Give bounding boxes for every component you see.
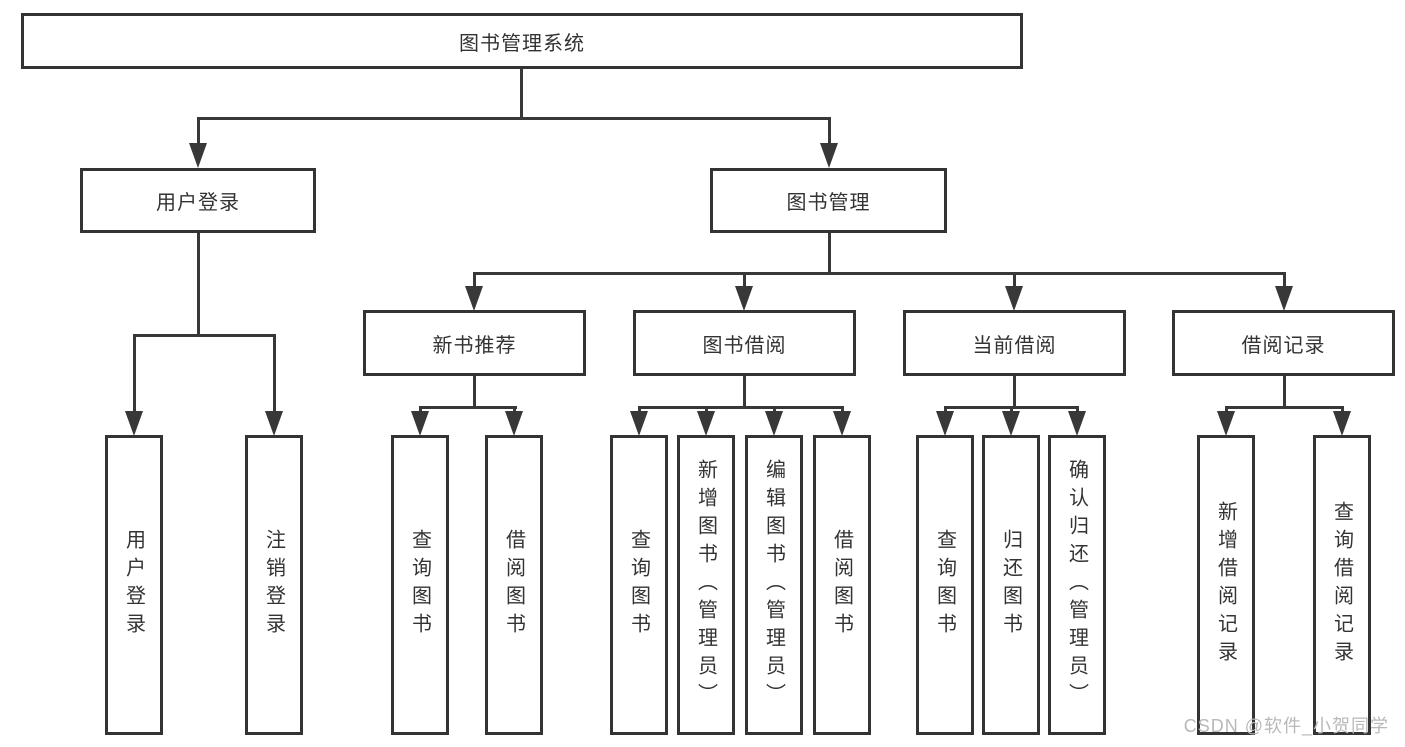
arrowhead <box>936 411 954 436</box>
connector-line <box>638 406 844 409</box>
node-label: 图书管理 <box>786 192 871 214</box>
leaf-label: 查询图书 <box>627 529 650 641</box>
connector-line <box>197 233 200 337</box>
connector-line <box>743 272 746 292</box>
node-label: 图书管理系统 <box>459 32 585 55</box>
node-label: 借阅记录 <box>1241 334 1326 357</box>
connector-line <box>1013 272 1016 292</box>
node-label: 当前借阅 <box>972 334 1057 357</box>
leaf-label: 编辑图书（管理员） <box>762 459 785 711</box>
leaf-label: 查询借阅记录 <box>1330 501 1353 669</box>
arrowhead <box>189 143 207 168</box>
connector-line <box>828 233 831 275</box>
leaf-add-books-admin: 新增图书（管理员） <box>677 435 735 735</box>
arrowhead <box>1275 286 1293 311</box>
node-new-book-recommend: 新书推荐 <box>363 310 586 376</box>
arrowhead <box>833 411 851 436</box>
node-label: 图书借阅 <box>702 334 787 357</box>
leaf-query-books-current: 查询图书 <box>916 435 974 735</box>
connector-line <box>743 376 746 409</box>
arrowhead <box>505 411 523 436</box>
leaf-label: 用户登录 <box>122 529 145 641</box>
connector-line <box>1283 272 1286 292</box>
connector-line <box>419 406 517 409</box>
leaf-label: 新增图书（管理员） <box>694 459 717 711</box>
arrowhead <box>265 411 283 436</box>
connector-line <box>1225 406 1343 409</box>
arrowhead <box>465 286 483 311</box>
arrowhead <box>765 411 783 436</box>
node-user-login: 用户登录 <box>80 168 316 233</box>
connector-line <box>1283 376 1286 409</box>
node-label: 新书推荐 <box>432 334 517 357</box>
leaf-label: 新增借阅记录 <box>1214 501 1237 669</box>
leaf-label: 确认归还（管理员） <box>1065 459 1088 711</box>
csdn-watermark: CSDN @软件_小贺同学 <box>1183 716 1389 736</box>
arrowhead <box>1002 411 1020 436</box>
node-label: 用户登录 <box>156 192 240 214</box>
arrowhead <box>1005 286 1023 311</box>
leaf-return-books: 归还图书 <box>982 435 1040 735</box>
leaf-label: 借阅图书 <box>502 529 525 641</box>
leaf-confirm-return-admin: 确认归还（管理员） <box>1048 435 1106 735</box>
node-current-borrowing: 当前借阅 <box>903 310 1126 376</box>
leaf-edit-books-admin: 编辑图书（管理员） <box>745 435 803 735</box>
leaf-user-login: 用户登录 <box>105 435 163 735</box>
connector-line <box>197 117 831 120</box>
leaf-label: 查询图书 <box>408 529 431 641</box>
arrowhead <box>697 411 715 436</box>
leaf-query-books-recommend: 查询图书 <box>391 435 449 735</box>
arrowhead <box>630 411 648 436</box>
arrowhead <box>1217 411 1235 436</box>
arrowhead <box>735 286 753 311</box>
leaf-logout: 注销登录 <box>245 435 303 735</box>
node-borrowing-records: 借阅记录 <box>1172 310 1395 376</box>
arrowhead <box>1068 411 1086 436</box>
leaf-label: 归还图书 <box>999 529 1022 641</box>
connector-line <box>473 272 476 292</box>
leaf-query-books-borrowing: 查询图书 <box>610 435 668 735</box>
leaf-label: 查询图书 <box>933 529 956 641</box>
node-book-management: 图书管理 <box>710 168 947 233</box>
connector-line <box>473 272 1286 275</box>
connector-line <box>828 117 831 150</box>
leaf-label: 借阅图书 <box>830 529 853 641</box>
node-library-management-system: 图书管理系统 <box>21 13 1023 69</box>
connector-line <box>133 334 276 337</box>
connector-line <box>197 117 200 150</box>
arrowhead <box>125 411 143 436</box>
arrowhead <box>820 143 838 168</box>
connector-line <box>473 376 476 409</box>
arrowhead <box>411 411 429 436</box>
node-book-borrowing: 图书借阅 <box>633 310 856 376</box>
arrowhead <box>1333 411 1351 436</box>
leaf-borrow-books: 借阅图书 <box>813 435 871 735</box>
connector-line <box>273 334 276 416</box>
leaf-label: 注销登录 <box>262 529 285 641</box>
connector-line <box>133 334 136 416</box>
connector-line <box>1013 376 1016 409</box>
connector-line <box>520 68 523 120</box>
leaf-query-borrow-record: 查询借阅记录 <box>1313 435 1371 735</box>
leaf-add-borrow-record: 新增借阅记录 <box>1197 435 1255 735</box>
leaf-borrow-books-recommend: 借阅图书 <box>485 435 543 735</box>
